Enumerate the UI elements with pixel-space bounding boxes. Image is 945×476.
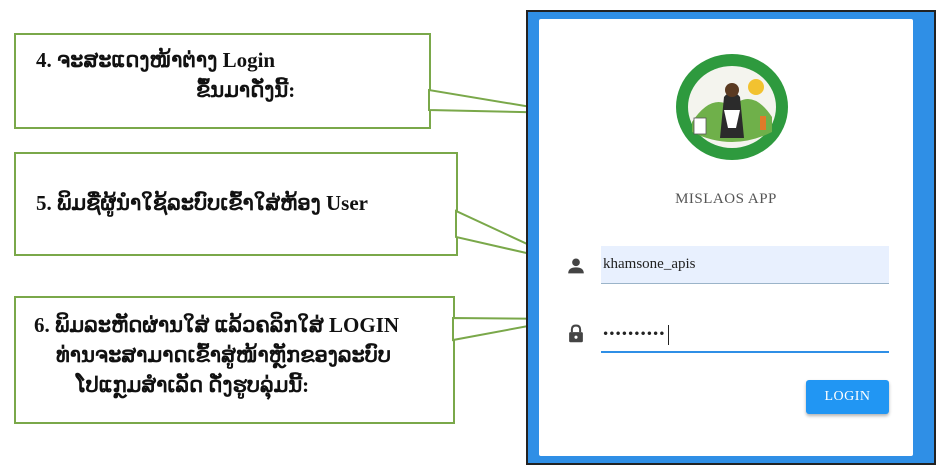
person-icon (568, 258, 584, 274)
callout-text-line: 6. ພິມລະຫັດຜ່ານໃສ່ ແລ້ວຄລິກໃສ່ LOGIN (34, 313, 400, 337)
callout-text-line: ຂຶ້ນມາດັ່ງນີ້: (196, 78, 296, 102)
app-name: MISLAOS APP (675, 191, 777, 207)
login-button[interactable]: LOGIN (806, 380, 889, 414)
callout-step-4: 4. ຈະສະແດງໜ້າຕ່າງ Login ຂຶ້ນມາດັ່ງນີ້: (14, 33, 431, 129)
callout-step-5: 5. ພິມຊື່ຜູ້ນຳໃຊ້ລະບົບເຂົ້າໃສ່ຫ້ອງ User (14, 152, 458, 256)
login-card: MISLAOS APP khamsone_apis •••••••••• LOG… (539, 19, 913, 456)
callout-text-line: ທ່ານຈະສາມາດເຂົ້າສູ່ໜ້າຫຼັກຂອງລະບົບ (56, 343, 392, 367)
callout-text-line: ໂປແກຼມສຳເລັດ ດັ່ງຮູບລຸ່ມນີ້: (76, 373, 310, 397)
app-window-frame: MISLAOS APP khamsone_apis •••••••••• LOG… (526, 10, 936, 465)
callout-text-line: 5. ພິມຊື່ຜູ້ນຳໃຊ້ລະບົບເຂົ້າໃສ່ຫ້ອງ User (36, 191, 368, 215)
app-logo (676, 54, 788, 160)
username-value: khamsone_apis (603, 256, 696, 272)
password-field[interactable]: •••••••••• (601, 315, 889, 353)
callout-step-6: 6. ພິມລະຫັດຜ່ານໃສ່ ແລ້ວຄລິກໃສ່ LOGIN ທ່າ… (14, 296, 455, 424)
text-caret (667, 325, 669, 345)
username-field[interactable]: khamsone_apis (601, 246, 889, 284)
password-mask: •••••••••• (603, 326, 666, 343)
callout-text-line: 4. ຈະສະແດງໜ້າຕ່າງ Login (36, 48, 276, 72)
lock-icon (569, 324, 583, 343)
